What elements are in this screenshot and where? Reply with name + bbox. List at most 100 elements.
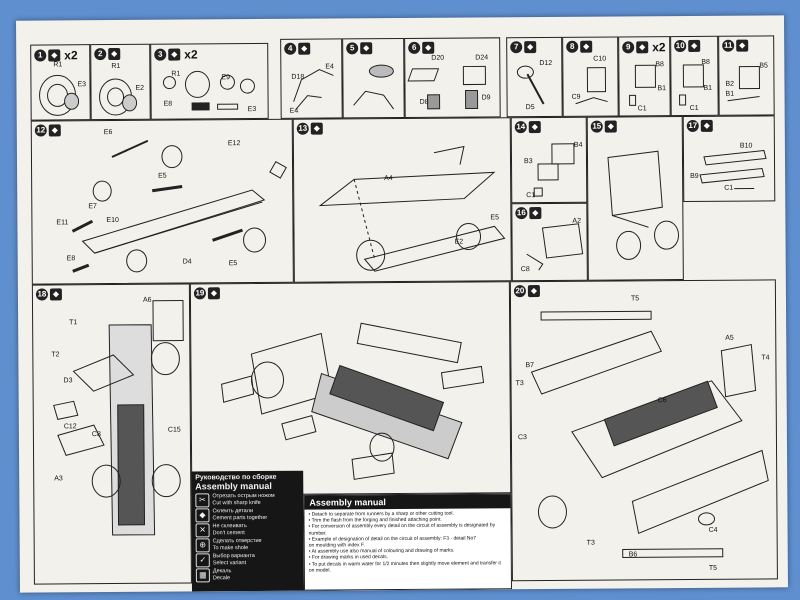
legend-text-ru: Отрезать острым ножом xyxy=(212,492,275,500)
part-label: B6 xyxy=(628,551,638,559)
seat-illustration xyxy=(629,64,656,106)
decal-icon: ▦ xyxy=(195,568,210,583)
legend-title-en: Assembly manual xyxy=(195,480,272,492)
chassis-illustration xyxy=(71,139,287,273)
knife-icon: ✂ xyxy=(195,493,210,508)
part-label: D9 xyxy=(481,94,491,102)
part-label: D8 xyxy=(419,98,429,106)
legend-text-ru: Декаль xyxy=(212,568,232,575)
step-8-panel: 8◆ C10 C9 xyxy=(562,36,619,117)
part-label: B5 xyxy=(759,62,768,70)
part-label: D4 xyxy=(182,258,192,266)
step-14-panel: 14◆ B4 B3 C1 xyxy=(510,116,588,204)
part-label: E3 xyxy=(247,106,257,114)
part-label: E8 xyxy=(66,255,76,263)
part-label: E2 xyxy=(135,84,145,92)
legend-text-en: Don't cement xyxy=(212,529,245,536)
part-label: T1 xyxy=(69,319,78,327)
part-label: T4 xyxy=(761,354,770,362)
part-label: E12 xyxy=(227,140,241,148)
step-18-panel: 18◆ A6 T1 T2 D3 C12 C8 C15 A3 xyxy=(31,283,192,585)
manual-line: • To put decals in warm water for 1/2 mi… xyxy=(308,559,501,574)
drill-hole-icon: ⊕ xyxy=(195,538,210,553)
part-label: T5 xyxy=(708,564,718,572)
step-3-panel: 3◆x2 R1 E8 E9 E3 xyxy=(150,42,269,120)
bus-body-illustration xyxy=(530,310,769,558)
legend-text-en: Select variant xyxy=(212,559,247,566)
part-label: B1 xyxy=(657,85,667,93)
truck-underside-illustration xyxy=(53,300,184,536)
seat-illustration xyxy=(575,67,608,105)
part-label: C6 xyxy=(657,397,667,405)
legend-text-en: Cement parts together xyxy=(212,514,268,521)
part-label: B1 xyxy=(703,84,713,92)
wheel-illustration xyxy=(99,78,138,116)
steering-illustration xyxy=(516,65,545,105)
part-label: D12 xyxy=(539,59,553,68)
part-label: D20 xyxy=(431,54,445,62)
step-7-panel: 7◆ D12 D5 xyxy=(506,36,563,118)
instruction-sheet: 1◆x2 R1 E3 2◆ R1 E2 3◆x2 R1 E8 E9 E3 4◆ … xyxy=(16,15,788,593)
cab-chassis-illustration xyxy=(221,322,485,480)
part-label: R1 xyxy=(111,62,121,71)
part-label: B3 xyxy=(523,158,533,166)
step-10-panel: 10◆ B8 B1 C1 xyxy=(670,35,719,117)
part-label: D5 xyxy=(525,104,535,112)
step-2-panel: 2◆ R1 E2 xyxy=(90,43,151,121)
step-17-panel: 17◆ B10 B9 C1 xyxy=(682,115,776,203)
step-9-panel: 9◆x2 B8 B1 C1 xyxy=(618,36,671,117)
part-label: E8 xyxy=(163,100,173,108)
step-20-panel: 20◆ T5 A5 T4 B7 T3 C6 C3 C4 T3 B6 T5 xyxy=(509,279,778,582)
part-label: B2 xyxy=(725,80,735,88)
part-label: E6 xyxy=(103,129,113,137)
legend-text-ru: Выбор варианта xyxy=(212,553,255,560)
part-label: D18 xyxy=(291,73,305,81)
step-16-panel: 16◆ A2 C8 xyxy=(511,202,588,282)
wheel-illustration xyxy=(39,74,80,116)
part-label: C3 xyxy=(517,434,527,442)
step-15-panel: 15◆ xyxy=(586,116,684,281)
part-label: C1 xyxy=(724,184,734,192)
seat-illustration xyxy=(533,143,575,197)
part-label: B10 xyxy=(739,142,753,150)
part-label: D24 xyxy=(475,54,489,62)
part-label: C12 xyxy=(63,423,77,431)
part-label: E5 xyxy=(158,172,167,180)
no-cement-icon: ✕ xyxy=(195,523,210,538)
part-label: E9 xyxy=(221,74,231,82)
step-5-panel: 5◆ xyxy=(342,37,405,119)
part-label: C1 xyxy=(526,192,536,200)
part-label: B1 xyxy=(725,90,735,98)
spring-illustration xyxy=(353,64,395,110)
legend-text-en: Decale xyxy=(212,574,231,581)
legend-text-ru: Сделать отверстие xyxy=(212,537,262,545)
legend-text-ru: Склеить детали xyxy=(212,508,254,515)
bumper-illustration xyxy=(699,149,767,190)
manual-instructions: • Detach to separate from runners by a s… xyxy=(308,510,506,574)
part-label: T3 xyxy=(515,380,524,388)
assembly-manual-box: Assembly manual • Detach to separate fro… xyxy=(303,493,512,591)
step-4-panel: 4◆ D18 E4 E4 xyxy=(280,38,343,119)
legend-text-ru: Не склеивать xyxy=(212,523,247,530)
part-label: C10 xyxy=(593,55,607,63)
part-label: C15 xyxy=(167,426,181,434)
chassis-frame-illustration xyxy=(318,145,506,272)
part-label: B9 xyxy=(690,172,699,180)
step-12-panel: 12◆ E6 E12 E5 E7 E10 E11 E8 D4 E5 xyxy=(30,118,294,285)
part-label: E5 xyxy=(490,214,499,222)
part-label: C9 xyxy=(571,93,581,101)
step-6-panel: 6◆ D20 D24 D9 D8 xyxy=(404,37,501,118)
part-label: E10 xyxy=(106,216,119,225)
part-label: C4 xyxy=(708,526,718,534)
part-label: E5 xyxy=(228,260,238,268)
wheel-explode-illustration xyxy=(162,70,255,111)
legend-text-en: Cut with sharp knife xyxy=(212,499,261,506)
part-label: E11 xyxy=(56,219,69,227)
part-label: B4 xyxy=(573,141,583,149)
part-label: T2 xyxy=(51,351,60,359)
